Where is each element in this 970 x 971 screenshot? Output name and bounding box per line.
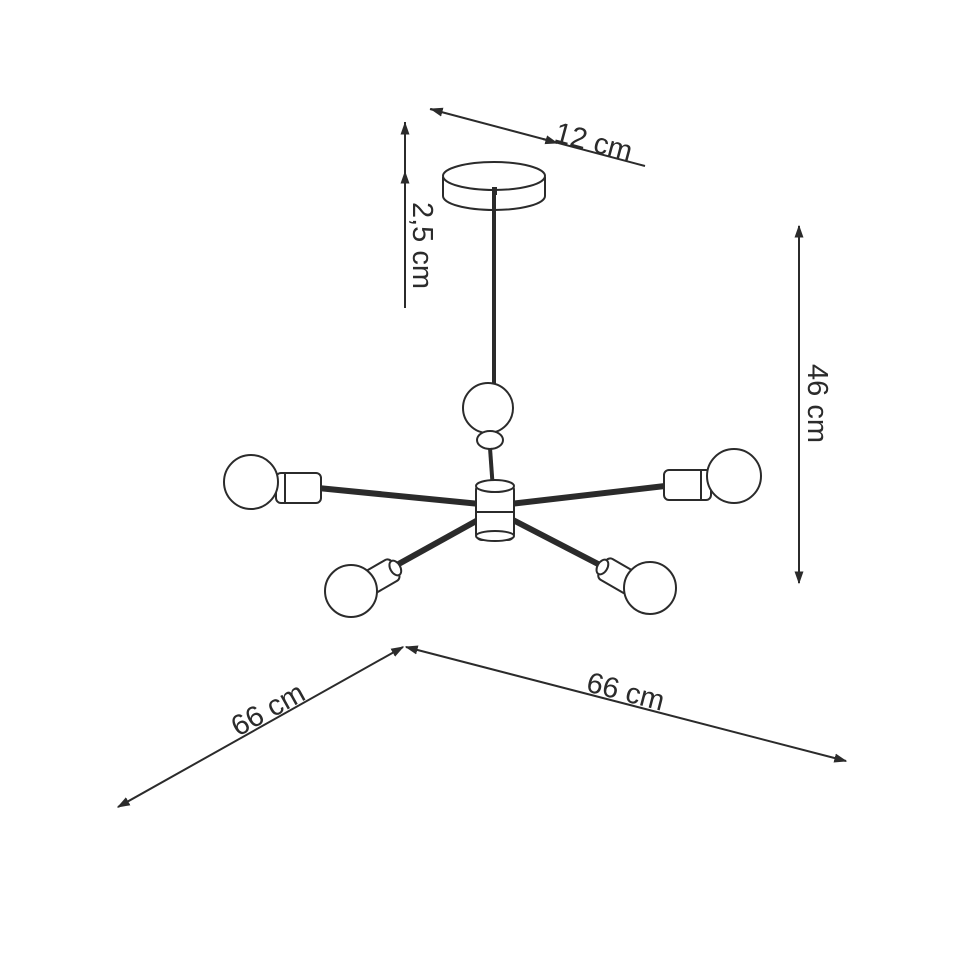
label-depth: 66 cm — [226, 677, 311, 743]
label-canopy-diameter: 12 cm — [551, 117, 636, 168]
bulb-front-right — [595, 557, 677, 615]
dimension-canopy-diameter: 12 cm — [429, 107, 646, 168]
bulb-top — [462, 382, 514, 491]
chandelier — [223, 161, 762, 618]
bulb-left — [223, 454, 322, 510]
bulb-right — [663, 448, 762, 504]
dimension-width: 66 cm — [404, 645, 848, 763]
dimension-canopy-height: 2,5 cm — [400, 121, 438, 308]
label-canopy-height: 2,5 cm — [406, 202, 438, 289]
dimension-depth: 66 cm — [116, 646, 405, 808]
label-total-height: 46 cm — [801, 364, 833, 443]
central-hub — [475, 479, 515, 542]
arms — [317, 483, 666, 569]
label-width: 66 cm — [583, 667, 667, 718]
bulb-front-left — [324, 558, 403, 618]
dimension-total-height: 46 cm — [794, 224, 833, 585]
